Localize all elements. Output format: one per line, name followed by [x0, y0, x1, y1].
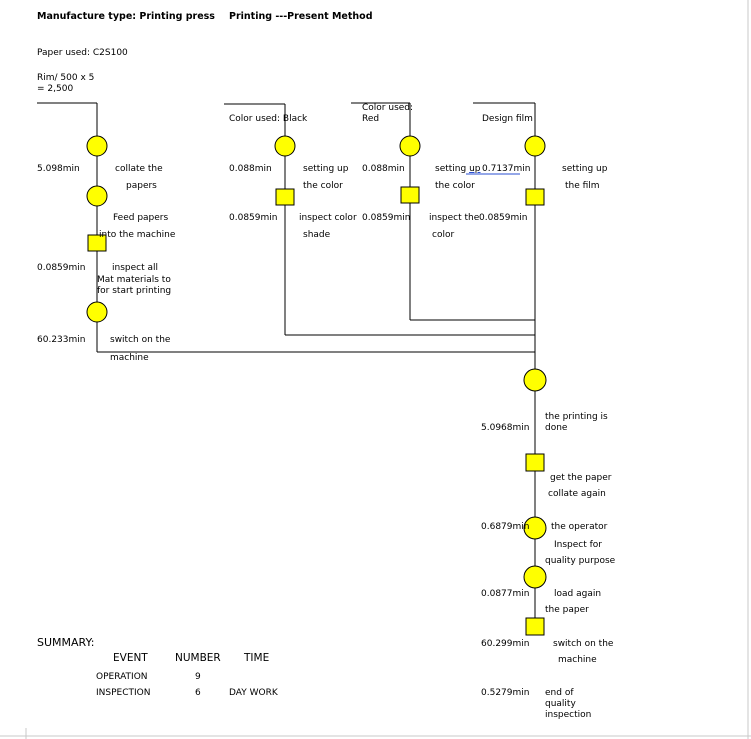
step-description: inspect all [112, 263, 158, 273]
step-description: done [545, 423, 568, 433]
inspection-square [87, 234, 107, 252]
color-black-label: Color used: Black [229, 114, 308, 124]
operation-circle [86, 185, 108, 207]
step-time: 0.088min [229, 164, 272, 174]
summary-number: 6 [195, 688, 201, 698]
step-description: the operator [551, 522, 608, 532]
step-time: 60.299min [481, 639, 530, 649]
summary-event: INSPECTION [96, 688, 151, 698]
step-description: Mat materials to [97, 275, 171, 285]
operation-circle [274, 135, 296, 157]
step-description: quality purpose [545, 556, 616, 566]
step-description: quality [545, 699, 576, 709]
step-description: the printing is [545, 412, 608, 422]
color-red-label: Color used: [362, 103, 414, 113]
rim-label: Rim/ 500 x 5 [37, 73, 95, 83]
step-description: setting up [562, 164, 608, 174]
operation-circle [524, 135, 546, 157]
step-time: 0.5279min [481, 688, 530, 698]
summary-time: DAY WORK [229, 688, 278, 698]
step-description: collate the [115, 164, 163, 174]
step-description: get the paper [550, 473, 612, 483]
step-description: collate again [548, 489, 606, 499]
step-description: the film [565, 181, 600, 191]
step-time: 0.088min [362, 164, 405, 174]
step-description: the color [303, 181, 343, 191]
rim-total-label: = 2,500 [37, 84, 74, 94]
inspection-square [275, 188, 295, 206]
summary-event: OPERATION [96, 672, 148, 682]
step-description: the color [435, 181, 475, 191]
step-time: 0.7137min [482, 164, 531, 174]
summary-col-event: EVENT [113, 652, 148, 664]
step-time: 0.0859min [37, 263, 86, 273]
color-red-value: Red [362, 114, 380, 124]
step-description: Inspect for [554, 540, 603, 550]
step-description: papers [126, 181, 157, 191]
inspection-square [525, 188, 545, 206]
operation-circle [86, 135, 108, 157]
step-time: 0.0859min [362, 213, 411, 223]
step-description: switch on the [110, 335, 171, 345]
step-description: switch on the [553, 639, 614, 649]
manufacture-type-heading: Manufacture type: Printing press [37, 11, 215, 22]
design-film-label: Design film [482, 114, 533, 124]
step-description-text: up [469, 164, 481, 174]
step-description: for start printing [97, 286, 172, 296]
step-description: the paper [545, 605, 589, 615]
step-description: setting up [303, 164, 349, 174]
operation-circle [523, 565, 547, 589]
step-description: color [432, 230, 455, 240]
method-heading: Printing ---Present Method [229, 11, 373, 22]
summary-col-time: TIME [244, 652, 270, 664]
step-time: 0.0859min [229, 213, 278, 223]
step-description-text: setting [435, 164, 470, 174]
step-time: 5.098min [37, 164, 80, 174]
step-description: Feed papers [113, 213, 169, 223]
step-time: 0.0859min [479, 213, 528, 223]
step-description: inspection [545, 710, 592, 720]
step-description: load again [554, 589, 602, 599]
step-time: 5.0968min [481, 423, 530, 433]
step-description: end of [545, 688, 574, 698]
operation-circle [523, 516, 547, 540]
step-description: machine [558, 655, 597, 665]
operation-circle [86, 301, 108, 323]
step-time: 0.0877min [481, 589, 530, 599]
step-time: 0.6879min [481, 522, 530, 532]
step-description: shade [303, 230, 331, 240]
step-description: inspect the [429, 213, 480, 223]
summary-col-number: NUMBER [175, 652, 221, 664]
operation-circle [523, 368, 547, 392]
operation-circle [399, 135, 421, 157]
inspection-square [525, 453, 545, 472]
summary-number: 9 [195, 672, 201, 682]
step-description: inspect color [299, 213, 357, 223]
step-time: 60.233min [37, 335, 86, 345]
step-description: machine [110, 353, 149, 363]
inspection-square [525, 617, 545, 636]
paper-used-label: Paper used: C2S100 [37, 48, 128, 58]
step-description: setting up [435, 164, 480, 175]
inspection-square [400, 186, 420, 204]
step-description: into the machine [99, 230, 176, 240]
summary-title: SUMMARY: [37, 636, 95, 649]
